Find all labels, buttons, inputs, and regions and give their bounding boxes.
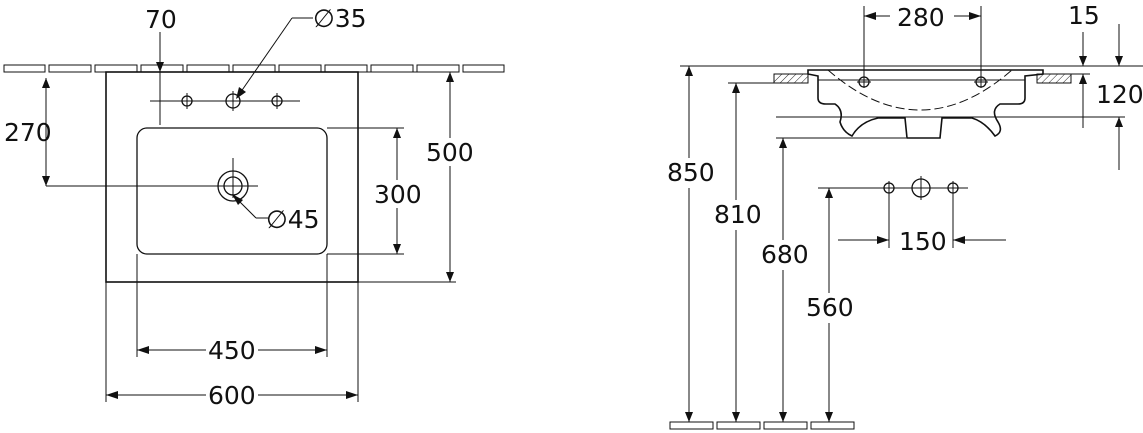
dim-300-label: 300 xyxy=(374,180,422,209)
dimension-280: 280 xyxy=(863,3,982,88)
dim-600-label: 600 xyxy=(208,381,256,410)
dimension-diam45: ∅45 xyxy=(232,194,320,234)
dimension-120: 120 xyxy=(776,24,1143,170)
dimension-diam35: ∅35 xyxy=(236,4,367,99)
dimension-300: 300 xyxy=(327,127,422,255)
dimension-680: 680 xyxy=(759,137,906,422)
dim-120-label: 120 xyxy=(1096,80,1143,109)
dimension-150: 150 xyxy=(838,193,1006,256)
bowl-outline xyxy=(136,127,328,255)
dim-15-label: 15 xyxy=(1068,1,1100,30)
dim-70-label: 70 xyxy=(145,5,177,34)
dim-810-label: 810 xyxy=(714,200,762,229)
dimension-600: 600 xyxy=(105,282,359,410)
dim-280-label: 280 xyxy=(897,3,945,32)
drain-icon xyxy=(217,158,258,202)
dimension-70: 70 xyxy=(145,5,177,125)
side-tap-hole-icon xyxy=(857,76,988,88)
dim-diam35-label: ∅35 xyxy=(313,4,367,33)
dim-150-label: 150 xyxy=(899,227,947,256)
dim-diam45-label: ∅45 xyxy=(266,205,320,234)
floor-strip xyxy=(669,421,855,430)
dim-850-label: 850 xyxy=(667,158,715,187)
mounting-block-right xyxy=(1036,73,1072,84)
top-view: 70 ∅35 270 ∅45 xyxy=(3,4,505,410)
basin-profile xyxy=(807,69,1044,139)
dim-680-label: 680 xyxy=(761,240,809,269)
dimension-450: 450 xyxy=(136,254,328,365)
dim-270-label: 270 xyxy=(4,118,52,147)
dimension-560: 560 xyxy=(805,188,855,422)
dim-450-label: 450 xyxy=(208,336,256,365)
tap-hole-icon xyxy=(150,91,300,111)
dimension-810: 810 xyxy=(712,82,808,422)
side-view: 280 15 120 xyxy=(665,1,1143,430)
dim-560-label: 560 xyxy=(806,293,854,322)
basin-outline xyxy=(105,71,359,283)
mounting-block-left xyxy=(773,73,809,84)
dimension-500: 500 xyxy=(358,71,474,283)
dimension-15: 15 xyxy=(1060,1,1100,92)
wall-tap-icon xyxy=(818,176,968,200)
dimension-270: 270 xyxy=(4,78,230,187)
dim-500-label: 500 xyxy=(426,138,474,167)
wall-strip xyxy=(3,64,505,73)
dimension-850: 850 xyxy=(665,66,715,422)
